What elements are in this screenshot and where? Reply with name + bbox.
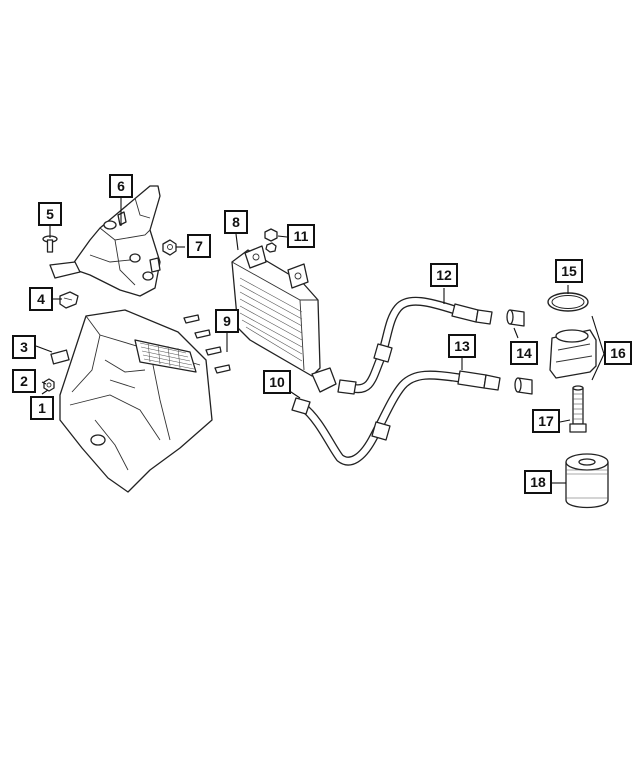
push-pins-part: [183, 314, 231, 374]
nut-part-11: [264, 228, 278, 253]
nut-part: [43, 378, 55, 392]
clip-part: [59, 291, 79, 309]
callout-13: 13: [448, 334, 476, 358]
splash-shield-part: [50, 309, 213, 493]
callout-5: 5: [38, 202, 62, 226]
callout-10: 10: [263, 370, 291, 394]
oil-cooler-part: [231, 245, 337, 393]
callout-4: 4: [29, 287, 53, 311]
callout-11: 11: [287, 224, 315, 248]
callout-15: 15: [555, 259, 583, 283]
callout-9: 9: [215, 309, 239, 333]
threaded-stud-part: [569, 385, 587, 433]
callout-17: 17: [532, 409, 560, 433]
callout-16: 16: [604, 341, 632, 365]
callout-12: 12: [430, 263, 458, 287]
callout-3: 3: [12, 335, 36, 359]
bolt-part: [42, 235, 58, 253]
oil-filter-part: [565, 453, 609, 509]
nut-part-7: [162, 239, 177, 256]
callout-2: 2: [12, 369, 36, 393]
callout-6: 6: [109, 174, 133, 198]
upper-hose-part: [337, 296, 493, 395]
callout-1: 1: [30, 396, 54, 420]
callout-7: 7: [187, 234, 211, 258]
callout-14: 14: [510, 341, 538, 365]
o-ring-part: [547, 292, 589, 312]
fitting-part: [506, 309, 533, 395]
callout-8: 8: [224, 210, 248, 234]
lower-hose-part: [291, 370, 501, 466]
filter-adapter-part: [549, 329, 597, 379]
upper-bracket-part: [49, 185, 161, 297]
callout-18: 18: [524, 470, 552, 494]
